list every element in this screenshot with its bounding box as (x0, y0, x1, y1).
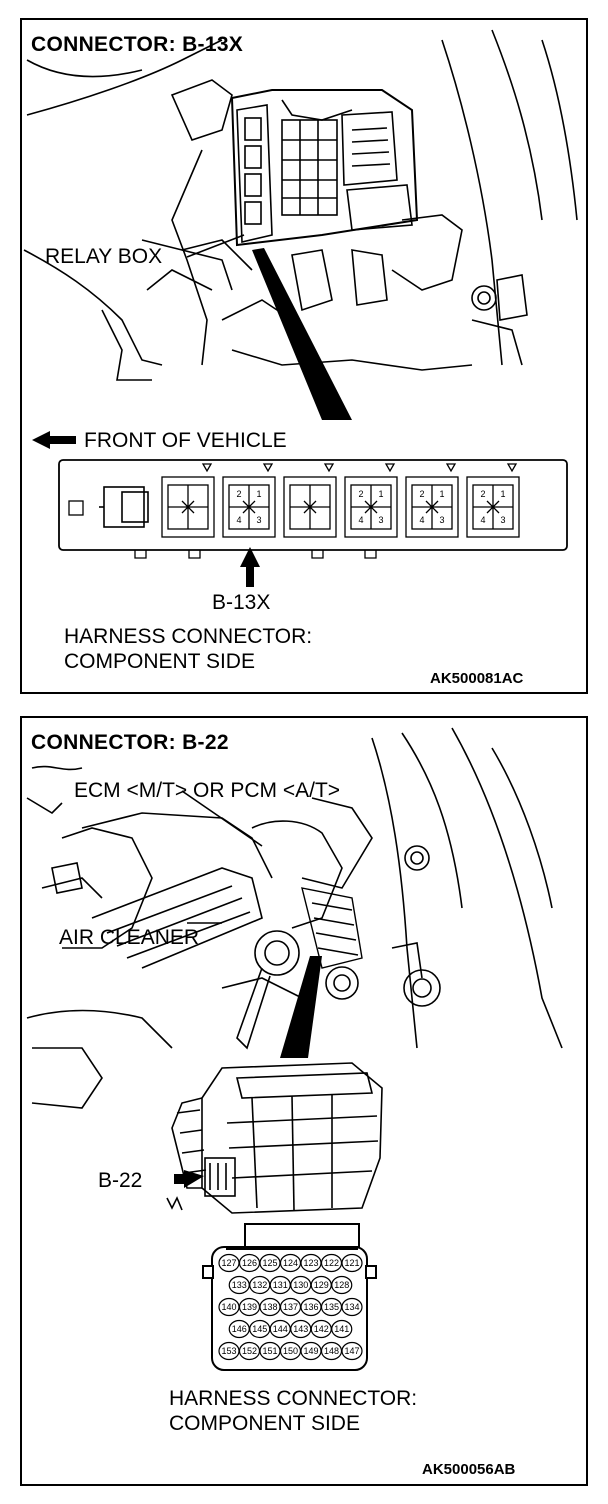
pin-number: 4 (419, 515, 425, 525)
pin-number: 2 (236, 489, 242, 499)
connector-pin (341, 1253, 363, 1273)
connector-pin (341, 1341, 363, 1361)
pin-number: 1 (439, 489, 445, 499)
pin-number: 3 (439, 515, 445, 525)
connector-id-label: B-22 (98, 1169, 143, 1192)
component-side-label: COMPONENT SIDE (64, 650, 255, 673)
component-side-label: COMPONENT SIDE (169, 1412, 360, 1435)
pin-number: 142 (313, 1324, 329, 1334)
pin-number: 134 (344, 1302, 360, 1312)
pin-number: 135 (323, 1302, 340, 1312)
pin-number: 128 (334, 1280, 350, 1290)
pin-number: 137 (282, 1302, 299, 1312)
pin-number: 139 (241, 1302, 258, 1312)
pin-number: 143 (293, 1324, 309, 1334)
pin-number: 126 (241, 1258, 258, 1268)
connector-pin (331, 1319, 353, 1339)
pin-number: 2 (480, 489, 486, 499)
pin-number: 148 (323, 1346, 340, 1356)
pin-number: 129 (313, 1280, 329, 1290)
pin-number: 136 (303, 1302, 319, 1312)
pin-number: 132 (252, 1280, 268, 1290)
pin-number: 2 (358, 489, 364, 499)
pin-number: 123 (303, 1258, 319, 1268)
pin-number: 145 (252, 1324, 268, 1334)
pin-number: 125 (262, 1258, 278, 1268)
pin-number: 150 (282, 1346, 299, 1356)
pin-number: 3 (256, 515, 262, 525)
engine-bay-relay-box-illustration (23, 29, 578, 587)
pin-number: 1 (500, 489, 506, 499)
figure-code: AK500056AB (422, 1461, 516, 1478)
pin-number: 4 (480, 515, 486, 525)
pin-number: 124 (282, 1258, 299, 1268)
connector-b22-panel: CONNECTOR: B-22 ECM <M/T> OR PCM <A/T> A… (20, 716, 588, 1486)
pin-number: 140 (221, 1302, 237, 1312)
pin-number: 3 (500, 515, 506, 525)
pin-number: 152 (241, 1346, 258, 1356)
pin-number: 3 (378, 515, 384, 525)
connector-pin (341, 1297, 363, 1317)
pin-number: 127 (221, 1258, 237, 1268)
air-cleaner-label: AIR CLEANER (59, 926, 200, 949)
pin-number: 151 (262, 1346, 278, 1356)
pin-number: 1 (256, 489, 262, 499)
connector-b13x-panel: CONNECTOR: B-13X RELAY BOX FRONT OF VEHI… (20, 18, 588, 694)
figure-code: AK500081AC (430, 670, 524, 687)
connector-title: CONNECTOR: B-13X (31, 33, 244, 56)
ecm-pcm-label: ECM <M/T> OR PCM <A/T> (74, 779, 341, 802)
pin-number: 144 (272, 1324, 288, 1334)
pin-number: 131 (272, 1280, 288, 1290)
pin-number: 2 (419, 489, 425, 499)
connector-pin (331, 1275, 353, 1295)
connector-title: CONNECTOR: B-22 (31, 731, 229, 754)
pin-number: 1 (378, 489, 384, 499)
pin-number: 153 (221, 1346, 237, 1356)
pin-number: 146 (231, 1324, 247, 1334)
relay-box-label: RELAY BOX (45, 245, 163, 268)
harness-connector-label: HARNESS CONNECTOR: (169, 1387, 418, 1410)
pin-number: 121 (344, 1258, 360, 1268)
pin-number: 122 (323, 1258, 340, 1268)
pin-number: 133 (231, 1280, 247, 1290)
harness-connector-label: HARNESS CONNECTOR: (64, 625, 313, 648)
connector-id-label: B-13X (212, 591, 271, 614)
front-of-vehicle-label: FRONT OF VEHICLE (84, 429, 287, 452)
pin-number: 138 (262, 1302, 278, 1312)
pin-number: 4 (358, 515, 364, 525)
pin-number: 4 (236, 515, 242, 525)
pin-number: 147 (344, 1346, 360, 1356)
pin-number: 149 (303, 1346, 319, 1356)
pin-number: 130 (293, 1280, 309, 1290)
pin-number: 141 (334, 1324, 350, 1334)
engine-bay-ecm-illustration (26, 727, 563, 1371)
